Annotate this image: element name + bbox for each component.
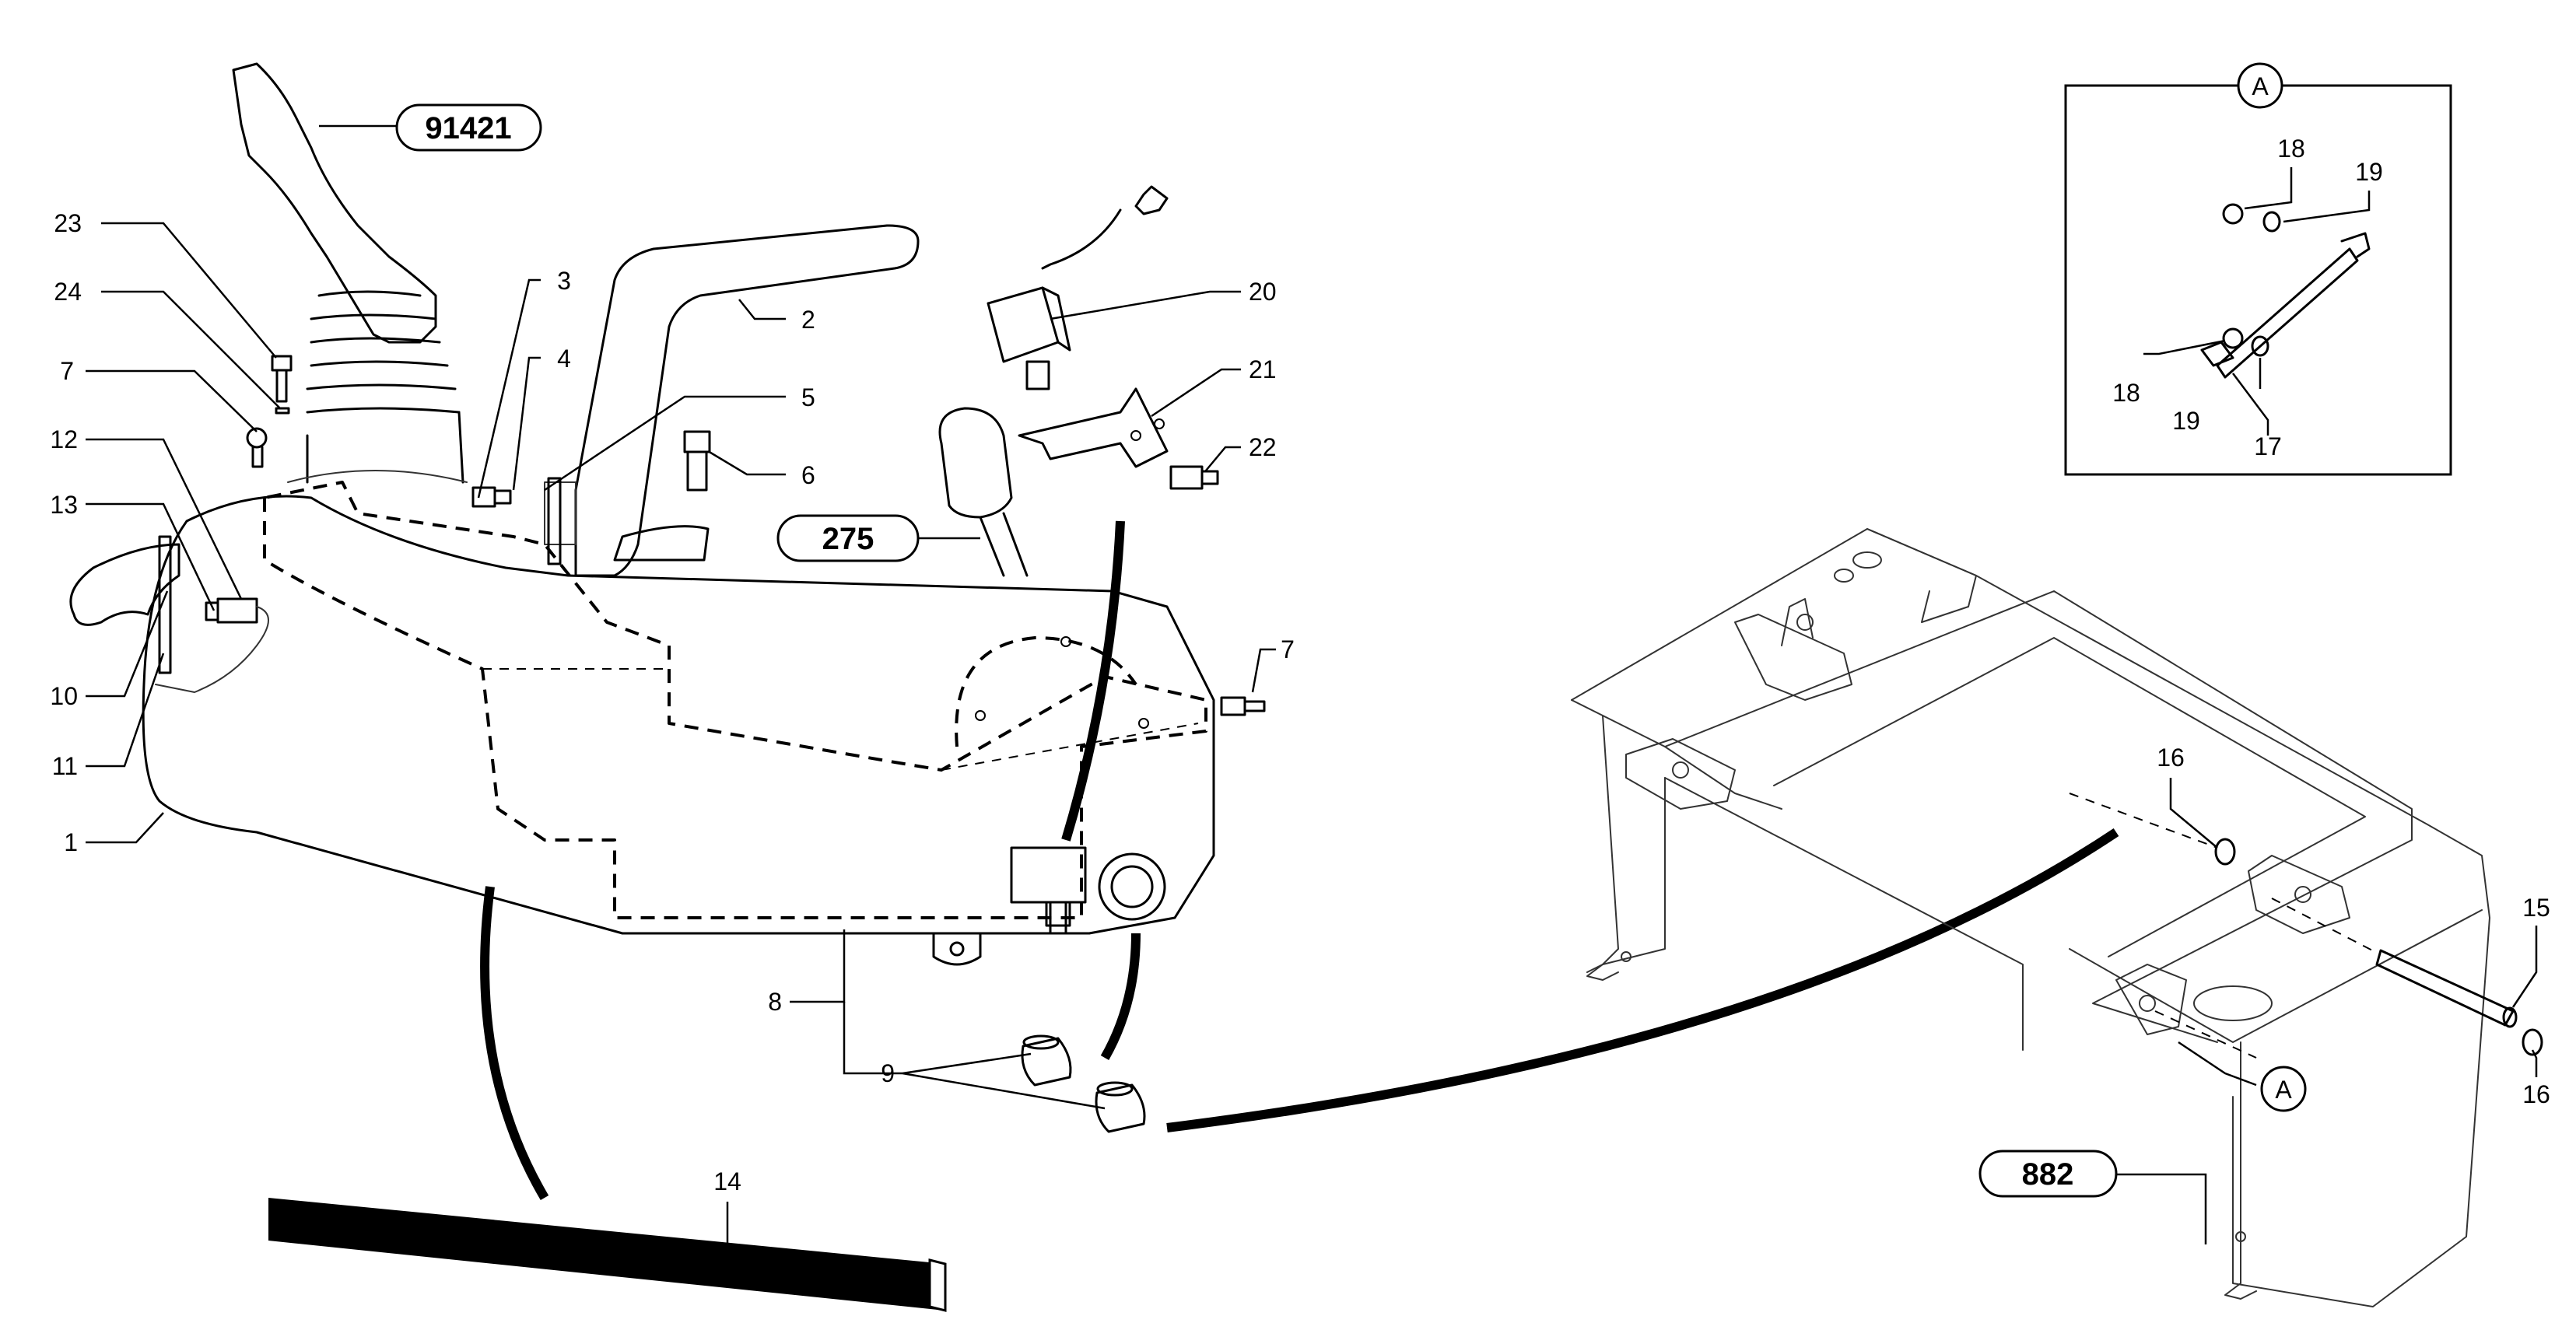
callout-22: 22 [1249,433,1277,461]
callout-14: 14 [713,1167,741,1195]
callouts: 23 24 7 12 13 10 11 1 3 4 5 6 2 20 21 22… [50,209,2550,1195]
callout-10: 10 [50,682,78,710]
ref-91421: 91421 [319,103,542,152]
callout-7b: 7 [1281,635,1295,663]
svg-text:882: 882 [2022,1157,2074,1192]
console-housing [142,481,1215,966]
switch-assembly [987,185,1219,490]
callout-12: 12 [50,425,78,453]
detail-callout-19b: 19 [2172,407,2200,435]
detail-callout-19a: 19 [2355,158,2383,186]
callout-16a: 16 [2157,744,2185,772]
callout-2: 2 [801,306,815,334]
callout-8: 8 [768,988,782,1016]
bushings [1021,1034,1146,1133]
callout-a: A [2275,1076,2292,1104]
assembly-arcs [480,520,2119,1201]
hand-lever-knob [938,407,1029,577]
callout-16b: 16 [2522,1080,2550,1108]
detail-callout-17: 17 [2254,432,2282,460]
svg-text:91421: 91421 [425,111,511,145]
callout-7a: 7 [60,357,74,385]
callout-20: 20 [1249,278,1277,306]
callout-21: 21 [1249,355,1277,383]
detail-a-box: A 18 19 18 19 17 [2064,62,2452,476]
parking-lever [544,224,920,577]
joystick-handle [232,62,468,484]
ref-275: 275 [776,514,980,562]
bolts-group [246,355,1266,716]
cab-frame [1571,528,2543,1307]
callout-9: 9 [881,1059,895,1087]
detail-callout-18a: 18 [2277,135,2305,163]
callout-6: 6 [801,461,815,489]
detail-callout-18b: 18 [2112,379,2140,407]
svg-text:275: 275 [822,522,874,556]
callout-13: 13 [50,491,78,519]
callout-23: 23 [54,209,82,237]
callout-5: 5 [801,383,815,411]
leader-lines [86,222,2538,1244]
callout-24: 24 [54,278,82,306]
detail-a-label: A [2252,72,2269,100]
callout-3: 3 [557,267,571,295]
ref-882: 882 [1978,1150,2207,1244]
side-lever-knob [69,535,269,693]
seal-strip [268,1198,947,1312]
callout-15: 15 [2522,894,2550,922]
callout-4: 4 [557,345,571,373]
callout-11: 11 [52,752,78,780]
callout-1: 1 [64,828,78,856]
